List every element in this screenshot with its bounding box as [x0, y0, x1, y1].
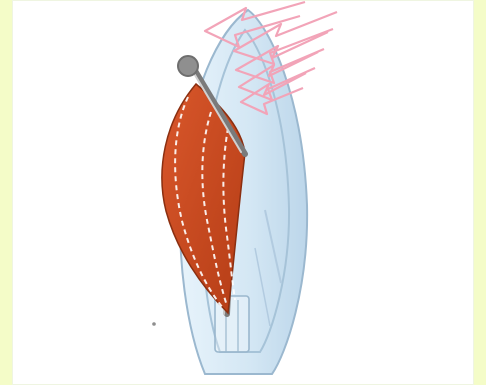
masthead	[178, 56, 198, 76]
small-mark	[152, 322, 156, 326]
